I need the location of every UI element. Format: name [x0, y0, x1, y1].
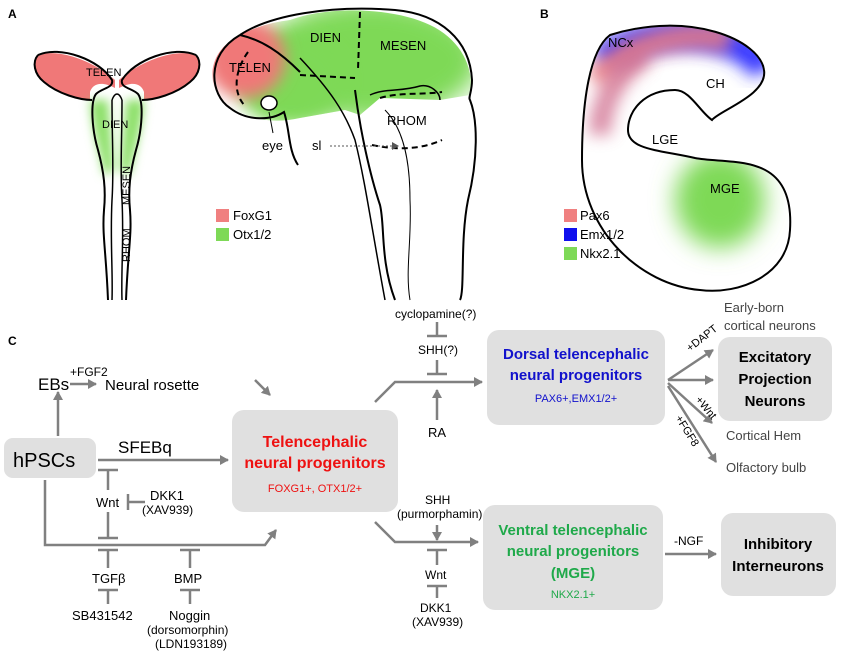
ventral-title-3: (MGE) [551, 565, 595, 582]
inhibition-marks [98, 322, 447, 604]
eye-shape [260, 95, 278, 111]
telen-markers: FOXG1+, OTX1/2+ [268, 483, 362, 495]
arrow-to-dorsal [374, 377, 483, 403]
inhib-1: Inhibitory [744, 536, 813, 553]
ebs-label: EBs [38, 375, 69, 394]
excit-1: Excitatory [739, 349, 812, 366]
early-born-1: Early-born [724, 300, 784, 315]
telen-progenitor-box [232, 410, 398, 512]
dkk1-bottom-label: DKK1 [420, 601, 452, 615]
flat-foxg1-right [119, 53, 200, 100]
legend-swatch-foxg1 [216, 209, 229, 222]
sl-label: sl [312, 138, 322, 153]
xav-bottom-label: (XAV939) [412, 615, 463, 629]
ventral-title-2: neural progenitors [507, 543, 640, 560]
legend-label-emx: Emx1/2 [580, 227, 624, 242]
excitatory-box [718, 337, 832, 421]
panel-b-legend: Pax6 Emx1/2 Nkx2.1 [564, 208, 624, 261]
hemisphere-section [580, 24, 792, 292]
tgfb-label: TGFβ [92, 571, 125, 586]
noggin-label: Noggin [169, 608, 210, 623]
ncx-label: NCx [608, 35, 634, 50]
excit-3: Neurons [745, 393, 806, 410]
arrow-direct [43, 480, 278, 547]
pathway-arrows [43, 348, 718, 559]
panel-b-label: B [540, 7, 549, 21]
shh-label: SHH [425, 493, 450, 507]
telen-title-1: Telencephalic [263, 434, 368, 451]
side-telen-label: TELEN [229, 60, 271, 75]
legend-swatch-emx [564, 228, 577, 241]
sb-label: SB431542 [72, 608, 133, 623]
flat-rhom-label: RHOM [121, 228, 133, 262]
dorsal-title-2: neural progenitors [510, 367, 643, 384]
rosette-label: Neural rosette [105, 377, 199, 394]
bmp-label: BMP [174, 571, 202, 586]
legend-swatch-nkx [564, 247, 577, 260]
arrow-to-ventral [374, 521, 479, 547]
ldn-label: (LDN193189) [155, 637, 227, 651]
cyclopamine-label: cyclopamine(?) [395, 307, 476, 321]
hpscs-box [4, 438, 96, 478]
arrow-olfactory [666, 385, 718, 463]
xav-left-label: (XAV939) [142, 503, 193, 517]
ventral-title-1: Ventral telencephalic [498, 522, 647, 539]
legend-label-pax6: Pax6 [580, 208, 610, 223]
dorsal-title-1: Dorsal telencephalic [503, 346, 649, 363]
legend-swatch-otx [216, 228, 229, 241]
lge-label: LGE [652, 132, 678, 147]
legend-label-nkx: Nkx2.1 [580, 246, 620, 261]
cortical-hem-label: Cortical Hem [726, 428, 801, 443]
flat-neural-tube [33, 50, 201, 301]
flat-telen-label: TELEN [86, 67, 122, 79]
eye-label: eye [262, 138, 283, 153]
wnt-left-label: Wnt [96, 495, 120, 510]
ventral-progenitor-box [483, 505, 663, 610]
side-rhom-label: RHOM [387, 113, 427, 128]
panel-c-label: C [8, 334, 17, 348]
inhib-2: Interneurons [732, 558, 824, 575]
arrow-cortical-hem [667, 382, 713, 424]
inhibitory-box [721, 513, 836, 596]
side-mesen-label: MESEN [380, 38, 426, 53]
flat-otx-right [120, 100, 144, 175]
early-born-2: cortical neurons [724, 318, 816, 333]
flat-otx-left [90, 100, 114, 175]
side-brain [212, 7, 477, 301]
legend-label-foxg1: FoxG1 [233, 208, 272, 223]
arrow-rosette-telen [254, 379, 271, 396]
shh-q-label: SHH(?) [418, 343, 458, 357]
flat-mesen-label: MESEN [121, 166, 133, 205]
dorsomorphin-label: (dorsomorphin) [147, 623, 228, 637]
arrow-dapt [667, 348, 714, 382]
side-dien-label: DIEN [310, 30, 341, 45]
olfactory-label: Olfactory bulb [726, 460, 806, 475]
hpscs-label: hPSCs [13, 450, 75, 472]
dorsal-markers: PAX6+,EMX1/2+ [535, 393, 617, 405]
dkk1-left-label: DKK1 [150, 488, 184, 503]
legend-label-otx: Otx1/2 [233, 227, 271, 242]
ch-label: CH [706, 76, 725, 91]
fgf2-label: +FGF2 [70, 365, 108, 379]
sfebq-label: SFEBq [118, 438, 172, 457]
mge-label: MGE [710, 181, 740, 196]
telen-title-2: neural progenitors [244, 455, 385, 472]
wnt-bottom-label: Wnt [425, 568, 447, 582]
legend-swatch-pax6 [564, 209, 577, 222]
dapt-label: +DAPT [684, 323, 720, 355]
panel-a-label: A [8, 7, 17, 21]
ventral-markers: NKX2.1+ [551, 589, 595, 601]
ra-label: RA [428, 425, 446, 440]
dorsal-progenitor-box [487, 330, 665, 425]
panel-a-legend: FoxG1 Otx1/2 [216, 208, 272, 242]
ngf-label: -NGF [674, 534, 703, 548]
flat-dien-label: DIEN [102, 119, 128, 131]
excit-2: Projection [738, 371, 811, 388]
purmorphamin-label: (purmorphamin) [397, 507, 482, 521]
